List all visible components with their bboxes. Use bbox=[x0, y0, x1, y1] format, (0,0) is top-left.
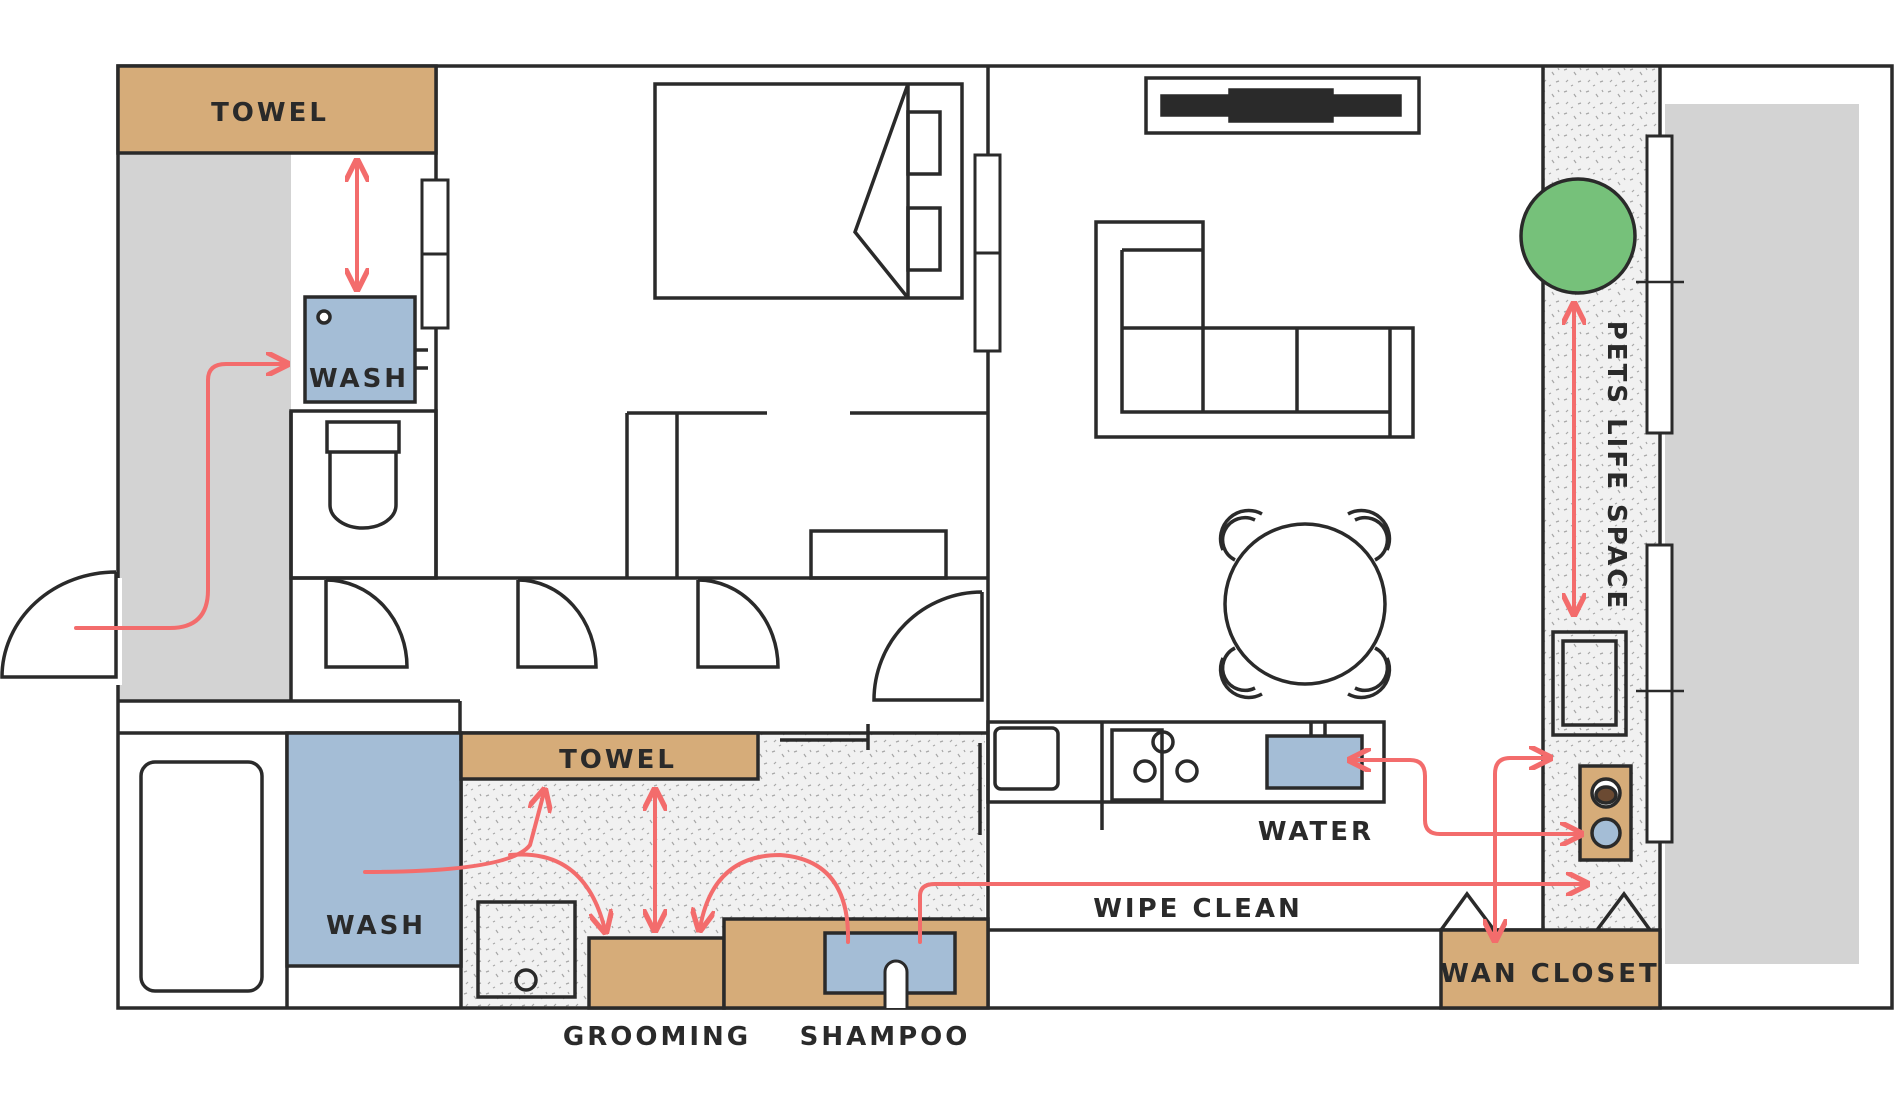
entry-door bbox=[0, 570, 118, 679]
window-balcony-lower bbox=[1645, 543, 1674, 844]
balcony-floor bbox=[1665, 104, 1859, 964]
kitchen-sink bbox=[1265, 734, 1364, 790]
hall-door-4 bbox=[872, 590, 984, 702]
towel-rack-top bbox=[116, 64, 438, 155]
label-wipe-clean: WIPE CLEAN bbox=[1093, 894, 1303, 924]
label-grooming: GROOMING bbox=[563, 1022, 751, 1052]
bed bbox=[653, 82, 964, 300]
arrow-shampoo-grooming bbox=[700, 853, 851, 944]
hall-door-1 bbox=[324, 578, 409, 669]
window-balcony-upper bbox=[1645, 134, 1674, 435]
tv-stand bbox=[1144, 76, 1421, 135]
furniture bbox=[139, 76, 1633, 1008]
label-shampoo: SHAMPOO bbox=[800, 1022, 971, 1052]
arrow-entry-to-wash bbox=[74, 364, 285, 630]
arrow-wash-towel bbox=[363, 792, 544, 874]
fixtures bbox=[116, 64, 1662, 1010]
washing-machine bbox=[476, 900, 577, 999]
label-wash-bottom: WASH bbox=[326, 911, 426, 941]
labels: TOWEL WASH TOWEL WASH WATER WIPE CLEAN W… bbox=[211, 98, 1660, 1052]
windows bbox=[420, 134, 1684, 844]
pet-kennel bbox=[1551, 630, 1628, 737]
grooming-table bbox=[587, 936, 726, 1010]
l-sofa bbox=[1094, 220, 1415, 439]
wash-shower bbox=[285, 731, 463, 968]
arrow-wipe-clean bbox=[918, 884, 1585, 944]
plant bbox=[1519, 177, 1637, 295]
label-wash-top: WASH bbox=[309, 364, 409, 394]
label-water: WATER bbox=[1258, 817, 1374, 847]
label-wan-closet: WAN CLOSET bbox=[1440, 959, 1660, 989]
arrow-closet-kennel bbox=[1495, 758, 1548, 938]
arrow-sink-bowls bbox=[1352, 760, 1579, 834]
circulation-arrows bbox=[74, 163, 1585, 944]
dining-table bbox=[1223, 522, 1387, 686]
arrow-wash-grooming bbox=[508, 852, 605, 930]
closet-door-right bbox=[1595, 891, 1652, 932]
entry-floor bbox=[118, 153, 291, 701]
toilet bbox=[325, 420, 401, 454]
label-towel-bottom: TOWEL bbox=[559, 745, 677, 775]
hall-door-2 bbox=[516, 578, 598, 669]
hall-door-3 bbox=[696, 578, 780, 669]
bathtub bbox=[139, 760, 264, 993]
closet-door-left bbox=[1439, 891, 1496, 932]
towel-rack-bottom bbox=[459, 731, 760, 781]
label-towel-top: TOWEL bbox=[211, 98, 329, 128]
label-pets-life-space: PETS LIFE SPACE bbox=[1601, 321, 1631, 612]
